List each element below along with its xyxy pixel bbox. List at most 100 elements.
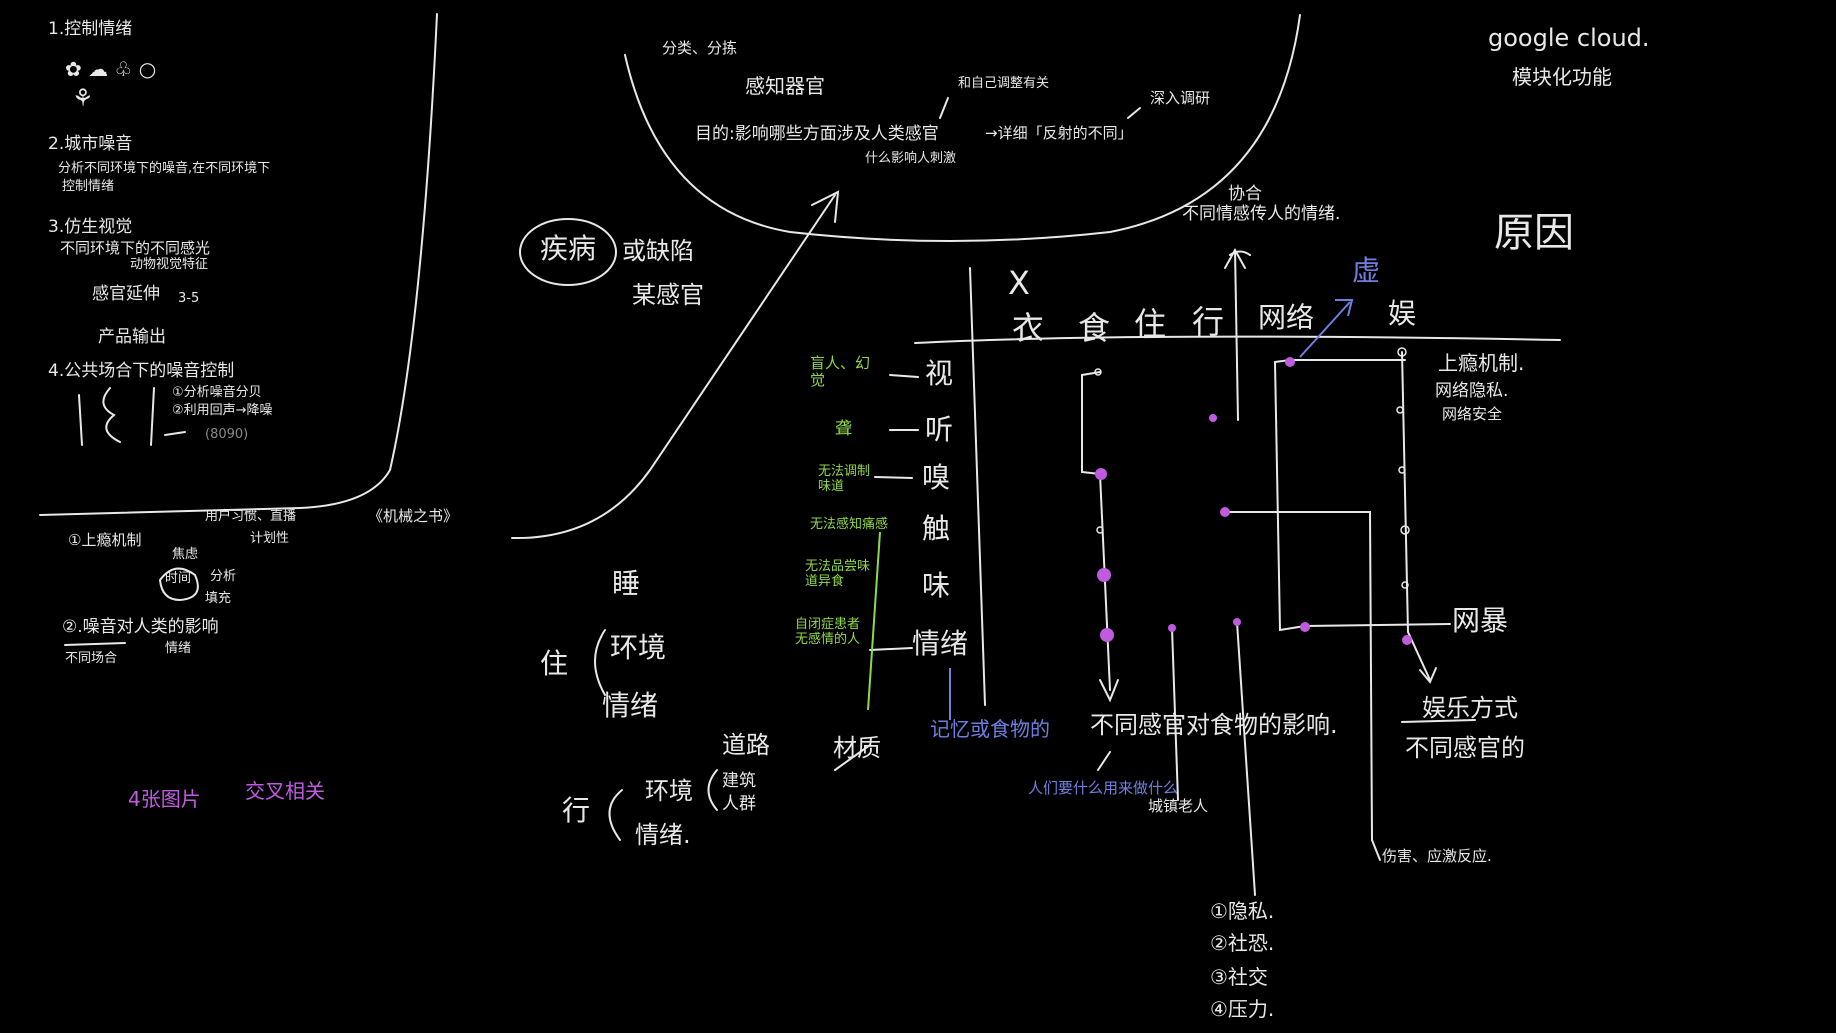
ring-5 bbox=[1400, 525, 1410, 535]
note-autism: 自闭症患者 无感情的人 bbox=[795, 617, 861, 647]
ent-underline bbox=[1401, 719, 1476, 723]
dot-network-1 bbox=[1285, 357, 1295, 367]
diagonal-arrowhead bbox=[811, 190, 840, 223]
header-transport: 行 bbox=[1192, 303, 1225, 341]
dash-smell bbox=[874, 476, 913, 479]
dot-enum bbox=[1233, 618, 1241, 626]
item-4-sub-2: ②利用回声→降噪 bbox=[172, 403, 273, 418]
x-mark: X bbox=[1008, 264, 1030, 302]
ring-6 bbox=[1401, 581, 1409, 589]
flower-doodle-icon: ✿ ☁ ♧ ○ bbox=[65, 57, 157, 81]
cooperate: 协合 bbox=[1228, 184, 1262, 204]
note-deaf: 聋 bbox=[835, 419, 852, 439]
emotion-note: 情绪 bbox=[165, 641, 192, 656]
left-frame-curve bbox=[39, 13, 438, 516]
food-arrow-down bbox=[1097, 751, 1111, 771]
different-organ: 不同感官的 bbox=[1405, 734, 1525, 762]
research: 深入调研 bbox=[1150, 89, 1211, 107]
violence-line bbox=[1304, 623, 1451, 627]
item-3-delay-note: 3-5 bbox=[178, 291, 200, 306]
noise-effect: ②.噪音对人类的影响 bbox=[62, 617, 219, 637]
ent-arrowhead bbox=[1419, 667, 1437, 684]
brain-note: 和自己调整有关 bbox=[958, 76, 1050, 91]
fill: 填充 bbox=[205, 591, 232, 606]
noise-doodle bbox=[78, 387, 186, 446]
food-effect: 不同感官对食物的影响. bbox=[1090, 711, 1338, 739]
privacy-net: 网络隐私. bbox=[1435, 381, 1509, 401]
enum-pressure: ④压力. bbox=[1210, 997, 1275, 1021]
item-2: 2.城市噪音 bbox=[48, 134, 133, 154]
enum-social-phobia: ②社恐. bbox=[1210, 931, 1275, 955]
dot-network-3 bbox=[1300, 622, 1310, 632]
sense-smell: 嗅 bbox=[922, 461, 951, 494]
live: 住 bbox=[540, 647, 569, 680]
walk-bracket bbox=[608, 789, 623, 841]
virtual-arrow bbox=[1299, 301, 1351, 358]
item-3-desc: 不同环境下的不同感光 bbox=[60, 239, 211, 257]
item-4-note: (8090) bbox=[205, 427, 249, 442]
dot-live bbox=[1209, 414, 1217, 422]
purpose: 目的:影响哪些方面涉及人类感官 bbox=[695, 124, 939, 144]
reason-arrow-small bbox=[939, 97, 949, 119]
environment-2: 环境 bbox=[645, 777, 693, 805]
green-line-touch bbox=[867, 531, 881, 711]
item-3: 3.仿生视觉 bbox=[48, 217, 133, 237]
walk: 行 bbox=[562, 794, 591, 827]
virtual: 虚 bbox=[1352, 254, 1381, 287]
item-3-delay: 感官延伸 bbox=[92, 284, 160, 304]
net-security: 网络安全 bbox=[1442, 405, 1503, 423]
anxiety: 焦虑 bbox=[172, 547, 199, 562]
dot-food-3 bbox=[1100, 628, 1114, 642]
time-circled: 时间 bbox=[165, 571, 192, 586]
network-box bbox=[1273, 359, 1306, 632]
mood: 情绪 bbox=[602, 689, 659, 722]
road-bracket bbox=[707, 769, 718, 811]
item-1: 1.控制情绪 bbox=[48, 19, 133, 39]
ring-2 bbox=[1397, 347, 1407, 357]
what-people-need: 人们要什么用来做什么 bbox=[1028, 779, 1179, 797]
header-clothing: 衣 bbox=[1012, 309, 1045, 347]
middle-link bbox=[1224, 511, 1373, 841]
dot-network-2 bbox=[1220, 507, 1230, 517]
road: 道路 bbox=[722, 731, 770, 759]
dash-emotion bbox=[869, 647, 913, 651]
food-connector bbox=[1081, 371, 1101, 475]
live-bracket bbox=[594, 629, 606, 696]
enum-social: ③社交 bbox=[1210, 965, 1268, 989]
reason: 原因 bbox=[1494, 210, 1574, 256]
building: 建筑 bbox=[722, 771, 756, 791]
note-smell: 无法调制味道 bbox=[818, 464, 871, 494]
different-spread: 不同情感传人的情绪. bbox=[1182, 204, 1341, 224]
cloud-modular: 模块化功能 bbox=[1512, 65, 1612, 89]
ring-4 bbox=[1398, 466, 1406, 474]
material: 材质 bbox=[833, 734, 881, 762]
sense-sight: 视 bbox=[925, 357, 954, 390]
sensory-organ: 感知器官 bbox=[745, 74, 825, 98]
some-sense: 某感官 bbox=[632, 281, 704, 309]
different-occasions: 不同场合 bbox=[65, 651, 118, 666]
ent-vertical bbox=[1401, 351, 1431, 681]
ring-3 bbox=[1396, 406, 1404, 414]
sense-emotion: 情绪 bbox=[912, 627, 969, 660]
hurt: 伤害、应激反应. bbox=[1382, 847, 1492, 865]
item-4-sub-1: ①分析噪音分贝 bbox=[172, 385, 262, 400]
violence: 网暴 bbox=[1452, 604, 1509, 637]
analyze: 分析 bbox=[210, 569, 237, 584]
enum-privacy: ①隐私. bbox=[1210, 899, 1275, 923]
emotion-underline bbox=[64, 642, 126, 646]
ring-1 bbox=[1094, 368, 1102, 376]
ring-7 bbox=[1096, 526, 1104, 534]
enum-line bbox=[1236, 621, 1256, 896]
disease-or-defect: 或缺陷 bbox=[622, 237, 694, 265]
entertainment-mode: 娱乐方式 bbox=[1422, 694, 1518, 722]
crowd: 人群 bbox=[722, 794, 756, 814]
cloud-title: google cloud. bbox=[1488, 24, 1650, 52]
category: 分类、分拣 bbox=[662, 39, 738, 57]
dot-food-1 bbox=[1095, 468, 1107, 480]
deepen: →详细「反射的不同」 bbox=[985, 124, 1133, 142]
mech-circle bbox=[159, 567, 199, 602]
user-habit: 用户习惯、直播 bbox=[205, 509, 297, 524]
sense-touch: 触 bbox=[922, 512, 951, 545]
hurt-line bbox=[1371, 839, 1381, 861]
